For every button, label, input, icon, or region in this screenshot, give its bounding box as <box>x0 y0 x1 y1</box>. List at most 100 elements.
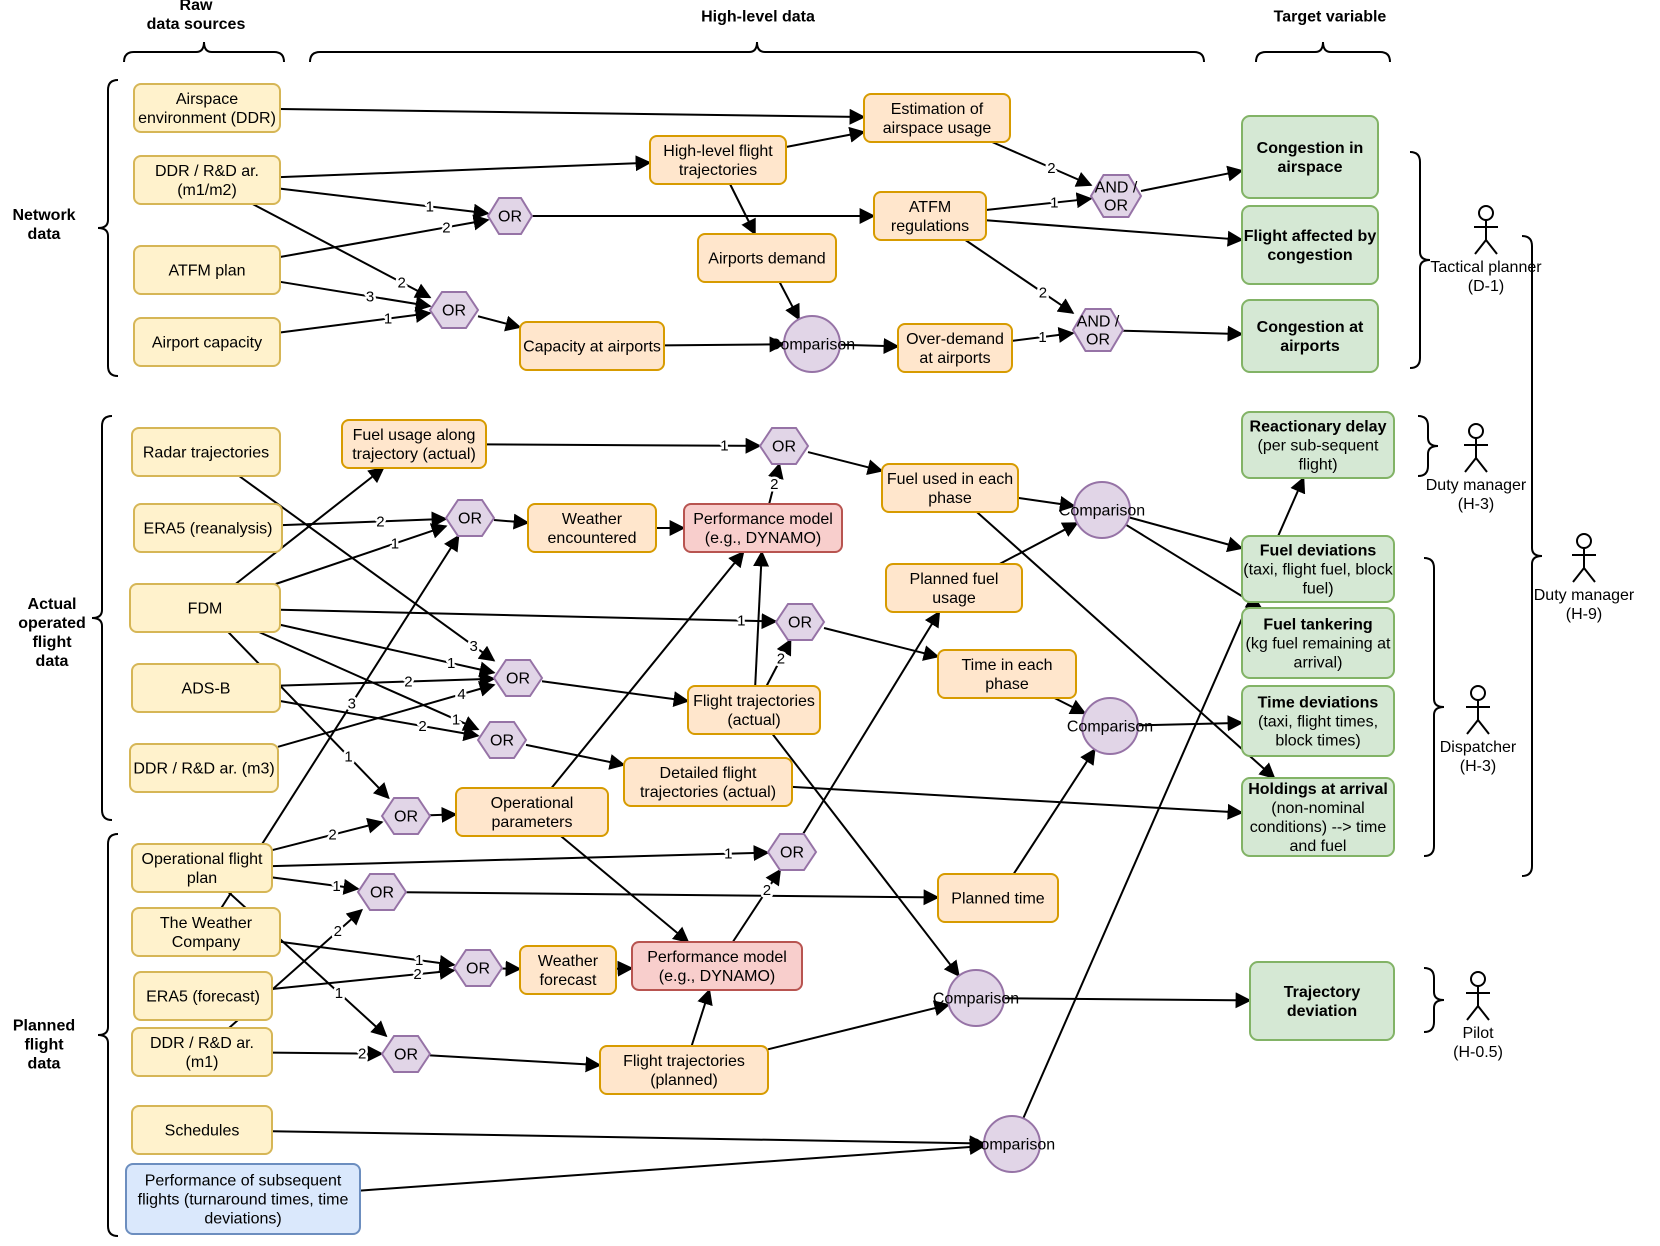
and-or-gate-1-label: AND /OR <box>1095 180 1138 215</box>
raw-fdm-label: FDM <box>188 601 223 618</box>
edge-label: 3 <box>366 288 374 305</box>
hl-capacity-at-airports: Capacity at airports <box>519 321 665 371</box>
edge-ao1-to-t_cong_as <box>1140 165 1244 192</box>
edge-detailed-to-t_hold <box>791 785 1244 820</box>
edge-ofp-to-or_op <box>271 817 384 852</box>
edge-label: 1 <box>452 712 460 729</box>
or-gate-fuel-label: OR <box>772 439 796 456</box>
edge-opparams-to-perf1 <box>550 550 745 789</box>
and-or-gate-1: AND /OR <box>1089 174 1143 218</box>
edge-label: 1 <box>1038 329 1046 346</box>
or-gate-planned-fuel-label: OR <box>780 845 804 862</box>
or-gate-op-params: OR <box>380 797 432 835</box>
edge-label: 2 <box>404 674 412 691</box>
edge-or_adsb-to-ftact <box>541 680 690 708</box>
edge-label: 1 <box>737 613 745 630</box>
actor-pilot-label: Pilot(H-0.5) <box>1453 1025 1503 1061</box>
edge-fuelphase-to-t_hold <box>976 511 1276 780</box>
actor-duty-manager-h9: Duty manager(H-9) <box>1534 533 1635 623</box>
raw-era5-reanalysis: ERA5 (reanalysis) <box>133 503 283 553</box>
edge-label: 3 <box>348 695 356 712</box>
edge-label: 2 <box>397 274 405 291</box>
edge-fdm-to-fuelalong <box>234 467 385 585</box>
edge-or_op-to-opparams <box>429 806 458 823</box>
comparison-fuel: Comparison <box>1059 481 1145 539</box>
raw-ddr-m1-label: DDR / R&D ar.(m1) <box>150 1035 254 1071</box>
or-gate-flight-traj-planned-label: OR <box>394 1047 418 1064</box>
edge-label: 1 <box>426 198 434 215</box>
or-gate-network-2-label: OR <box>442 303 466 320</box>
edge-label: 2 <box>770 476 778 493</box>
hl-flight-trajectories-planned: Flight trajectories(planned) <box>599 1045 769 1095</box>
comparison-schedules: Comparison <box>969 1115 1055 1173</box>
or-gate-planned-time: OR <box>356 873 408 911</box>
edge-label: 2 <box>763 882 771 899</box>
edge-atfmreg-to-t_affected <box>985 219 1244 247</box>
edge-or_ftp-to-ftplan <box>429 1054 602 1073</box>
edge-or2-to-capap <box>477 315 522 332</box>
edge-twc-to-or_wfc <box>279 940 456 971</box>
edge-atfmreg-to-ao1 <box>985 192 1093 211</box>
edge-or_ft-to-timephase <box>823 627 940 661</box>
edge-fdm-to-or_ft <box>279 608 778 630</box>
target-time-deviations: Time deviations(taxi, flight times,block… <box>1241 685 1395 757</box>
actor-pilot: Pilot(H-0.5) <box>1453 971 1503 1061</box>
and-or-gate-2: AND /OR <box>1071 308 1125 352</box>
edge-apcap-to-or2 <box>279 307 432 334</box>
edge-timephase-to-c3 <box>1054 697 1087 715</box>
or-gate-adsb-label: OR <box>506 671 530 688</box>
edge-c2-to-t_fueldev <box>1128 516 1244 553</box>
or-gate-detailed: OR <box>476 721 528 759</box>
edge-est-to-ao1 <box>991 141 1093 187</box>
edge-atfmplan-to-or2 <box>279 280 432 312</box>
hl-flight-trajectories-actual-label: Flight trajectories(actual) <box>693 693 815 729</box>
edge-label: 1 <box>447 655 455 672</box>
edge-label: 1 <box>344 749 352 766</box>
edge-fuelphase-to-c2 <box>1017 496 1076 512</box>
raw-airport-capacity-label: Airport capacity <box>152 335 262 352</box>
raw-ads-b-label: ADS-B <box>182 681 231 698</box>
edge-ddr1-to-or_ftp <box>271 1045 384 1062</box>
edge-perf1-to-or_fuel <box>768 462 784 505</box>
brace-planned-flight-data <box>97 833 119 1237</box>
edge-adsb-to-or_adsb <box>279 671 496 688</box>
hl-airports-demand: Airports demand <box>697 233 837 283</box>
edge-plantime-to-c3 <box>1012 748 1096 875</box>
edge-plannedfuel-to-c2 <box>999 522 1079 565</box>
actor-dispatcher: Dispatcher(H-3) <box>1440 685 1517 775</box>
comparison-over-demand-label: Comparison <box>769 337 855 354</box>
brace-high-level-data <box>309 41 1205 63</box>
edge-label: 1 <box>720 438 728 455</box>
edge-or_w-to-weatherenc <box>493 513 530 530</box>
edge-label: 3 <box>469 638 477 655</box>
edge-label: 2 <box>413 966 421 983</box>
raw-radar-trajectories-label: Radar trajectories <box>143 445 269 462</box>
edge-label: 1 <box>384 311 392 328</box>
raw-ads-b: ADS-B <box>131 663 281 713</box>
raw-ddr-m1: DDR / R&D ar.(m1) <box>131 1027 273 1077</box>
edge-hltraj-to-est <box>785 126 866 148</box>
brace-raw-data-sources <box>123 41 285 63</box>
edge-perfsub-to-c5 <box>359 1139 986 1192</box>
edge-label: 2 <box>442 219 450 236</box>
hl-performance-model-2: Performance model(e.g., DYNAMO) <box>631 941 803 991</box>
edge-overdem-to-ao2 <box>1011 327 1075 343</box>
raw-ddr-m3-label: DDR / R&D ar. (m3) <box>133 761 274 778</box>
raw-atfm-plan: ATFM plan <box>133 245 281 295</box>
